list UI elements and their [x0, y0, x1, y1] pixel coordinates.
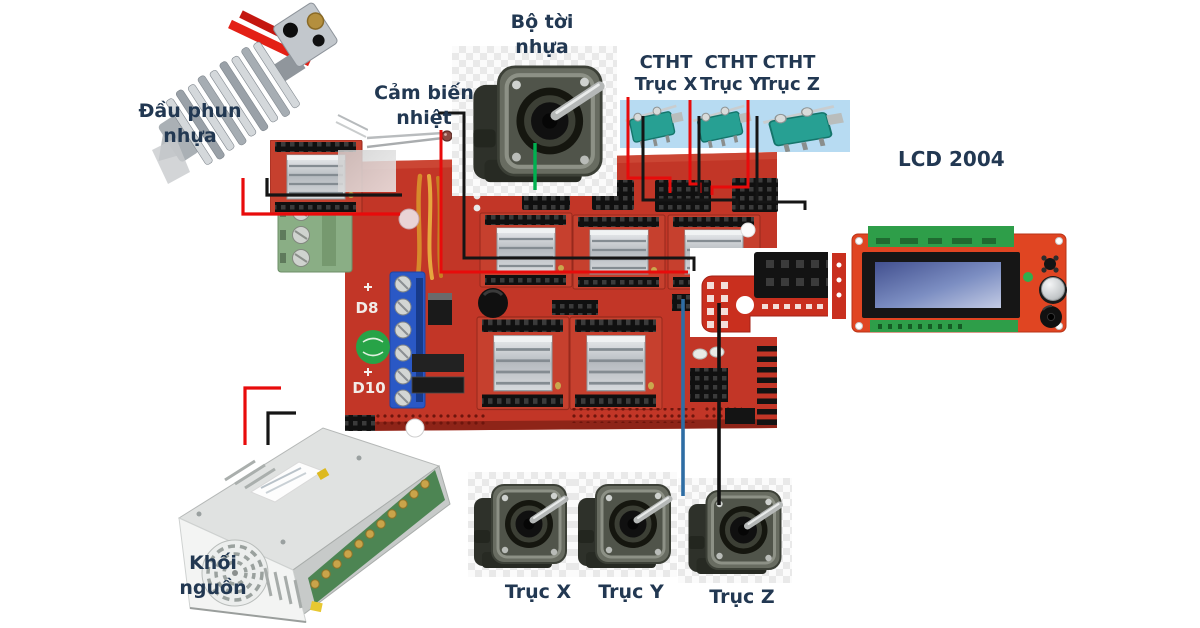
wire-endstop-x-red	[626, 97, 672, 193]
mounting-hole	[740, 222, 756, 238]
wire-psu-black	[266, 411, 296, 445]
endstop-z-label: CTHT Trục Z	[754, 52, 824, 96]
lcd-screen	[875, 262, 1001, 308]
mounting-hole	[398, 208, 420, 230]
lcd-label-text: LCD 2004	[898, 147, 1005, 171]
motor-z-photo	[678, 478, 792, 583]
endstop-x-label: CTHT Trục X	[631, 52, 701, 96]
hotend-photo	[152, 2, 368, 184]
wire-endstop-z-red	[710, 100, 750, 195]
power-supply-label-line2: nguồn	[179, 576, 247, 599]
fan-grille	[201, 539, 269, 607]
power-supply-label: Khối nguồn	[168, 551, 258, 600]
wire-psu-red	[243, 386, 281, 445]
motor-y-photo	[572, 472, 677, 577]
thermal-sensor-photo	[366, 130, 453, 149]
wire-endstop-z-black	[755, 116, 807, 210]
output-terminal-blue	[389, 271, 426, 409]
wire-hotend-red	[241, 178, 400, 216]
lcd-reset-button	[1041, 255, 1059, 273]
motor-x-photo	[468, 472, 573, 577]
buzzer	[1040, 305, 1062, 328]
lcd-label: LCD 2004	[898, 146, 1005, 172]
pad-grid	[707, 282, 728, 328]
endstop-y-label-line2: Trục Y	[700, 73, 762, 95]
wire-endstop-x-black	[641, 116, 739, 209]
board-label-d10: D10	[352, 379, 385, 397]
terminal-screws	[310, 479, 430, 589]
motor-y-label-text: Trục Y	[598, 581, 664, 603]
motor-z-label-text: Trục Z	[709, 586, 775, 608]
wire-thermistor-red	[439, 130, 688, 274]
hotend-label-line1: Đầu phun	[138, 100, 242, 122]
wire-hotend-black	[265, 178, 402, 197]
board-label-d8: D8	[356, 299, 379, 317]
ramps-board-photo: D8 D10	[270, 140, 778, 438]
motor-x-label-text: Trục X	[504, 581, 572, 603]
extruder-label-line1: Bộ tời	[510, 11, 574, 33]
thermal-sensor-label: Cảm biến nhiệt	[364, 81, 484, 130]
power-supply-photo	[177, 427, 451, 623]
power-supply-label-line1: Khối	[189, 552, 237, 574]
photo-shadow	[338, 150, 396, 192]
green-sticker	[356, 330, 390, 364]
endstop-y-label: CTHT Trục Y	[696, 52, 766, 96]
endstop-x-label-line1: CTHT	[639, 52, 693, 73]
motor-z-label: Trục Z	[692, 585, 792, 610]
endstop-z-label-line1: CTHT	[762, 52, 816, 73]
endstop-z-label-line2: Trục Z	[758, 73, 820, 95]
encoder-knob	[1039, 276, 1067, 304]
hotend-label: Đầu phun nhựa	[130, 99, 250, 148]
pin-header	[552, 300, 598, 315]
motor-x-label: Trục X	[488, 580, 588, 605]
extruder-label: Bộ tời nhựa	[482, 10, 602, 59]
endstop-x-label-line2: Trục X	[634, 73, 698, 95]
wire-thermistor-black	[438, 111, 696, 271]
mounting-hole	[405, 418, 425, 438]
hotend-label-line2: nhựa	[163, 124, 217, 147]
extruder-label-line2: nhựa	[515, 35, 569, 58]
lcd-led	[1023, 272, 1033, 282]
mosfet	[412, 354, 464, 372]
endstop-y-label-line1: CTHT	[704, 52, 758, 73]
thermal-sensor-label-line2: nhiệt	[396, 106, 452, 129]
hotend-heatsink	[158, 2, 338, 165]
terminal-strip	[308, 470, 445, 604]
motor-y-label: Trục Y	[581, 580, 681, 605]
front-vents	[263, 567, 303, 609]
aux-pin-array	[690, 368, 728, 402]
edge-pins	[757, 346, 777, 425]
thermal-sensor-label-line1: Cảm biến	[374, 82, 474, 104]
lcd-module-photo	[828, 226, 1078, 342]
